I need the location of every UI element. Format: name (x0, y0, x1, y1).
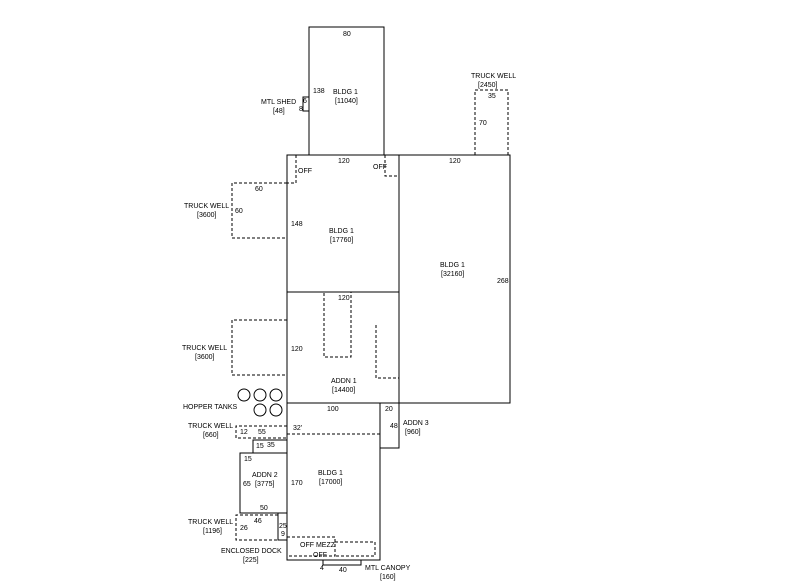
dim-26: 26 (240, 525, 248, 532)
mtl-shed-area: [48] (273, 108, 285, 115)
addn3-area: [960] (405, 429, 421, 436)
mtl-canopy-area: [160] (380, 574, 396, 581)
off-label-2: OFF (373, 164, 387, 171)
dim-70: 70 (479, 120, 487, 127)
bldg1-mid-label: BLDG 1 (329, 228, 354, 235)
dim-6: 6 (303, 98, 307, 105)
dim-48: 48 (390, 423, 398, 430)
mtl-canopy-outline (322, 559, 362, 566)
addn2-label: ADDN 2 (252, 472, 278, 479)
bldg1-mid-outline (286, 154, 400, 293)
truck-well-top-right (474, 89, 509, 155)
dim-138: 138 (313, 88, 325, 95)
bldg1-mid-area: [17760] (330, 237, 353, 244)
bldg1-top-label: BLDG 1 (333, 89, 358, 96)
truck-well-tr-label: TRUCK WELL (471, 73, 516, 80)
off-right-outline (384, 155, 399, 177)
truck-well-left-1 (231, 182, 287, 239)
truck-well-left-3 (235, 425, 287, 439)
truck-well-l2-area: [3600] (195, 354, 215, 361)
bldg1-top-area: [11040] (335, 98, 358, 105)
truck-well-l3-label: TRUCK WELL (188, 423, 233, 430)
dim-55: 55 (258, 429, 266, 436)
mtl-shed-label: MTL SHED (261, 99, 296, 106)
addn3-label: ADDN 3 (403, 420, 429, 427)
dim-120-l2: 120 (291, 346, 303, 353)
dim-20: 20 (385, 406, 393, 413)
truck-well-l4-label: TRUCK WELL (188, 519, 233, 526)
off-mezz-outline (287, 536, 336, 557)
hopper-tank-5 (269, 403, 283, 417)
dim-15b: 15 (244, 456, 252, 463)
addn1-label: ADDN 1 (331, 378, 357, 385)
truck-well-left-4 (235, 514, 278, 541)
dim-65: 65 (243, 481, 251, 488)
addn1-area: [14400] (332, 387, 355, 394)
mtl-shed-outline (302, 96, 310, 112)
hopper-tank-4 (253, 403, 267, 417)
dim-4: 4 (320, 565, 324, 572)
off-label-1: OFF (298, 168, 312, 175)
dim-80: 80 (343, 31, 351, 38)
off-label-3: OFF (313, 552, 327, 559)
dim-15a: 15 (256, 443, 264, 450)
addn2-link-outline (252, 439, 288, 454)
bldg1-right-label: BLDG 1 (440, 262, 465, 269)
dim-100: 100 (327, 406, 339, 413)
dim-35-tr: 35 (488, 93, 496, 100)
dim-148: 148 (291, 221, 303, 228)
enclosed-dock-area: [225] (243, 557, 259, 564)
bldg1-right-area: [32160] (441, 271, 464, 278)
dim-9: 9 (281, 531, 285, 538)
addn1-right-dash (375, 325, 399, 379)
bldg1-right-outline (398, 154, 511, 404)
hopper-tank-2 (253, 388, 267, 402)
dim-170: 170 (291, 480, 303, 487)
dim-60-top: 60 (255, 186, 263, 193)
truck-well-l4-area: [1196] (203, 528, 222, 535)
truck-well-l1-label: TRUCK WELL (184, 203, 229, 210)
dim-35-b: 35 (267, 442, 275, 449)
dim-25: 25 (279, 523, 287, 530)
truck-well-l3-area: [660] (203, 432, 219, 439)
hopper-tank-1 (237, 388, 251, 402)
off-mezz-right-dash (335, 541, 376, 557)
off-left-outline (287, 155, 297, 184)
hopper-tanks-label: HOPPER TANKS (183, 404, 238, 411)
enclosed-dock-label: ENCLOSED DOCK (221, 548, 282, 555)
bldg1-bottom-area: [17000] (319, 479, 342, 486)
mtl-canopy-label: MTL CANOPY (365, 565, 411, 572)
dim-120-addn: 120 (338, 295, 350, 302)
dim-46: 46 (254, 518, 262, 525)
enclosed-dock-outline (277, 512, 288, 541)
truck-well-l2-label: TRUCK WELL (182, 345, 227, 352)
dim-8: 8 (299, 106, 303, 113)
dim-60-side: 60 (235, 208, 243, 215)
bldg1-bottom-label: BLDG 1 (318, 470, 343, 477)
addn3-outline (379, 402, 400, 449)
addn1-inner-dash (323, 291, 352, 358)
truck-well-left-2 (231, 319, 287, 376)
off-mezz-label: OFF MEZZ (300, 542, 336, 549)
dim-268: 268 (497, 278, 509, 285)
dim-120-right: 120 (449, 158, 461, 165)
dim-32: 32' (293, 425, 302, 432)
truck-well-tr-area: [2450] (478, 82, 498, 89)
hopper-tank-3 (269, 388, 283, 402)
dim-50: 50 (260, 505, 268, 512)
truck-well-l1-area: [3600] (197, 212, 217, 219)
dim-120-mid: 120 (338, 158, 350, 165)
dim-40: 40 (339, 567, 347, 574)
dim-12: 12 (240, 429, 248, 436)
addn2-area: [3775] (255, 481, 275, 488)
